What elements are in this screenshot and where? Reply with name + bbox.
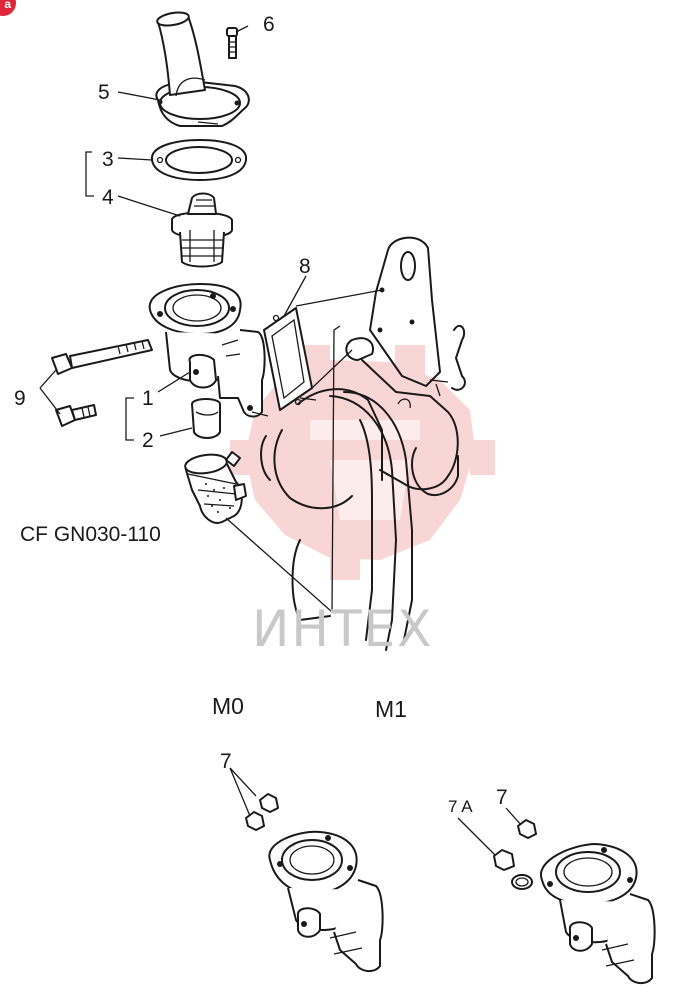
callout-1: 1 <box>142 387 154 410</box>
callout-6: 6 <box>263 13 275 36</box>
watermark-text: ИНТЕХ <box>252 600 433 658</box>
part-4-thermostat[interactable] <box>171 192 233 268</box>
callout-8: 8 <box>299 255 311 278</box>
callout-9: 9 <box>14 387 26 410</box>
corner-badge[interactable]: a <box>0 0 16 16</box>
callout-7a: 7 A <box>448 797 473 816</box>
variant-label-m0: M0 <box>212 693 244 719</box>
part-6-bolt[interactable] <box>226 27 238 59</box>
watermark-logo <box>230 345 495 580</box>
water-hose[interactable] <box>184 451 247 524</box>
m0-housing-assembly[interactable] <box>245 793 384 972</box>
part-3-gasket[interactable] <box>150 139 248 181</box>
part-1-thermostat-housing[interactable] <box>148 283 266 418</box>
part-9-bolts[interactable] <box>51 339 153 427</box>
leader-lines <box>39 25 523 861</box>
reference-code: CF GN030-110 <box>20 523 161 546</box>
callout-4: 4 <box>102 186 114 209</box>
engine-block <box>260 236 466 651</box>
m1-housing-assembly[interactable] <box>493 819 656 984</box>
part-5-outlet-housing[interactable] <box>155 10 250 127</box>
callout-7-m0: 7 <box>220 750 232 773</box>
variant-label-m1: M1 <box>375 696 407 722</box>
callout-3: 3 <box>102 148 114 171</box>
callout-5: 5 <box>98 81 110 104</box>
callout-2: 2 <box>142 429 154 452</box>
callout-7-m1: 7 <box>496 786 508 809</box>
hose-texture <box>205 483 231 513</box>
corner-badge-label: a <box>4 0 11 11</box>
part-2-pipe-sleeve[interactable] <box>191 398 221 439</box>
